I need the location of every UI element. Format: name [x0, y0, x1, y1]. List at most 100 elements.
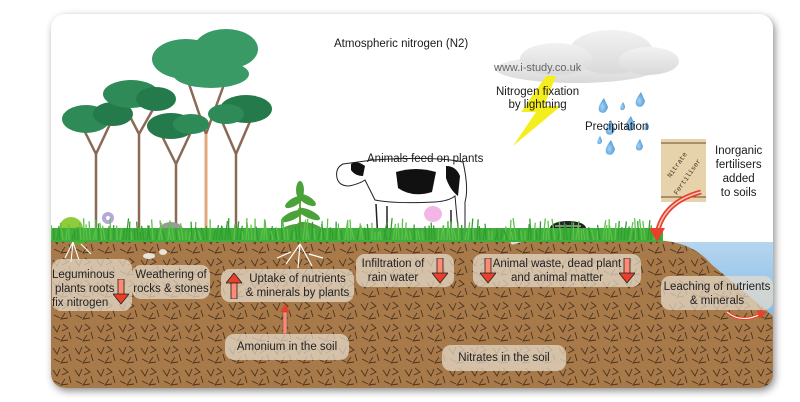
flower-icon: [102, 212, 114, 224]
grass-blade: [275, 227, 280, 241]
fertiliser-label-line1: Inorganic: [715, 145, 763, 157]
grass-blade: [227, 225, 232, 241]
lightning-fixation-label: Nitrogen fixation by lightning: [496, 86, 579, 112]
grass-blade: [569, 221, 573, 241]
grass-blade: [392, 223, 397, 241]
grass-blade: [99, 222, 103, 241]
arrow-down-infiltration-icon: [432, 258, 448, 284]
grass-blade: [58, 226, 61, 241]
grass-blade: [294, 227, 298, 241]
grass-blade: [350, 228, 355, 241]
grass-blade: [424, 226, 427, 241]
grass-blade: [236, 221, 240, 241]
grass-blade: [92, 230, 97, 241]
leaching-arrow-icon: [726, 310, 767, 320]
grass-blade: [146, 225, 150, 241]
amonium-text: Amonium in the soil: [236, 341, 338, 353]
grass-blade: [457, 221, 460, 241]
grass-blade: [590, 229, 595, 241]
grass-blade: [215, 224, 220, 241]
grass-blade: [472, 228, 475, 241]
grass-blade: [101, 225, 106, 241]
grass-blade: [503, 229, 508, 241]
grass-blade: [602, 220, 607, 241]
grass-blade: [535, 230, 538, 241]
lightning-label-line1: Nitrogen fixation: [496, 86, 580, 98]
grass-blade: [170, 225, 175, 241]
leaching-line1: Leaching of nutrients: [663, 281, 771, 293]
grass-blade: [119, 228, 123, 241]
fertiliser-arrow-icon: [649, 189, 702, 242]
grass-blade: [224, 220, 229, 241]
seedling-plant-icon: [276, 181, 324, 269]
grass-blade: [159, 220, 163, 241]
grass-blade: [326, 218, 329, 241]
grass-blade: [194, 226, 199, 241]
grass-blade: [360, 225, 364, 241]
grass-blade: [596, 224, 601, 241]
leguminous-line1: Leguminous: [52, 269, 115, 281]
grass-blade: [107, 226, 110, 241]
grass-blade: [150, 219, 154, 241]
uptake-line1: Uptake of nutrients: [249, 273, 346, 285]
grass-blade: [509, 219, 512, 241]
grass-blade: [177, 229, 181, 241]
trees-icon: [62, 29, 272, 239]
animals-feed-label: Animals feed on plants: [367, 153, 484, 165]
grass-blade: [545, 229, 548, 241]
grass-blade: [88, 221, 91, 241]
grass-blade: [558, 221, 562, 241]
nitrates-text: Nitrates in the soil: [458, 352, 550, 364]
grass-blade: [331, 230, 334, 241]
grass-blade: [484, 223, 487, 241]
grass-blade: [306, 230, 310, 241]
grass-blade: [313, 228, 316, 241]
grass-blade: [109, 218, 112, 241]
grass-blade: [194, 221, 197, 241]
grass-blade: [408, 231, 412, 241]
grass-blade: [647, 220, 651, 241]
grass-blade: [286, 228, 289, 241]
legume-roots-icon: [64, 241, 92, 263]
grass-blade: [500, 228, 503, 241]
grass-blade: [395, 227, 398, 241]
grass-blade: [305, 218, 309, 241]
grass-blade: [547, 220, 550, 241]
grass-blade: [637, 220, 640, 241]
grass-blade: [377, 231, 380, 241]
grass-blade: [587, 227, 592, 241]
grass-blade: [270, 230, 274, 241]
grass-blade: [405, 228, 409, 241]
grass-blade: [212, 230, 217, 241]
atmospheric-nitrogen-label: Atmospheric nitrogen (N2): [334, 38, 469, 50]
grass-blade: [233, 224, 236, 241]
arrow-down-leguminous-icon: [113, 279, 129, 305]
grass-blade: [263, 219, 266, 241]
grass-blade: [397, 223, 400, 241]
grass-blade: [565, 224, 568, 241]
precipitation-label: Precipitation: [585, 121, 649, 133]
grass-blade: [401, 218, 404, 241]
weathering-line2: rocks & stones: [133, 283, 209, 295]
grass-blade: [551, 218, 556, 241]
leaching-box: Leaching of nutrients & minerals: [661, 276, 773, 310]
grass-blade: [260, 228, 264, 241]
grass-blade: [239, 225, 243, 241]
infiltration-line1: Infiltration of: [361, 258, 425, 270]
grass-blade: [246, 222, 250, 241]
grass-blade: [632, 230, 635, 241]
cloud-icon: [496, 30, 679, 83]
amonium-box: Amonium in the soil: [225, 334, 349, 360]
arrow-down-animal-waste-left-icon: [480, 258, 496, 284]
grass-blade: [128, 221, 131, 241]
grass-blade: [614, 223, 617, 241]
grass-blade: [529, 218, 532, 241]
grass-blade: [97, 223, 100, 241]
grass-blade: [245, 218, 248, 241]
grass-blade: [605, 224, 608, 241]
infiltration-line2: rain water: [367, 272, 419, 284]
grass-blade: [623, 221, 628, 241]
grass-blade: [510, 231, 514, 241]
grass-blade: [379, 230, 382, 241]
grass-blade: [519, 230, 523, 241]
